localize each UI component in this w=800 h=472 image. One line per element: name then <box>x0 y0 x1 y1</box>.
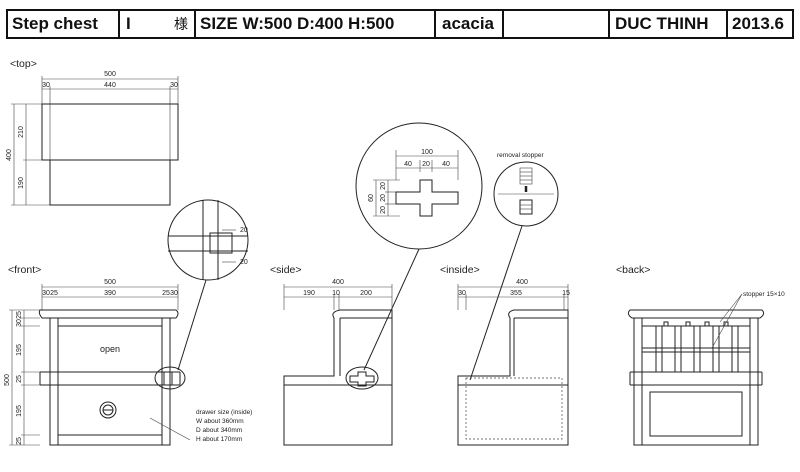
front-top-board <box>38 309 179 319</box>
stopper-detail: removal stopper <box>469 152 559 381</box>
detail-circle-large <box>355 122 483 250</box>
title-block: Step chest I 様 SIZE W:500 D:400 H:500 ac… <box>6 9 794 39</box>
dim-front-width: 500 <box>104 279 116 286</box>
detail-big-h1: 20 <box>380 182 387 190</box>
detail-small-a: 20 <box>240 227 248 234</box>
leader-line <box>719 293 743 323</box>
dim-front-e: 30 <box>170 290 178 297</box>
drawer-outline <box>465 377 563 440</box>
material: acacia <box>442 14 494 33</box>
dim-inside-width: 400 <box>516 279 528 286</box>
detail-big-b: 20 <box>422 161 430 168</box>
detail-circle-stopper <box>493 161 559 227</box>
dim-front-height: 500 <box>4 374 11 386</box>
stopper-label: stopper 15×10 <box>743 291 785 298</box>
front-view: <front> 500 30 25 390 25 30 500 25 30 19… <box>4 264 252 446</box>
leader-line <box>711 293 743 349</box>
dim-inside-b: 355 <box>510 290 522 297</box>
removal-stopper-label: removal stopper <box>497 152 544 159</box>
divider <box>502 11 504 37</box>
dim-top-width: 500 <box>104 71 116 78</box>
dim-front-b: 25 <box>50 290 58 297</box>
variant: I <box>126 14 131 33</box>
drawer-depth: D about 340mm <box>196 427 242 434</box>
dim-front-c: 390 <box>104 290 116 297</box>
dim-front-h2: 30 <box>16 319 23 327</box>
dim-top-b: 440 <box>104 82 116 89</box>
detail-big-h2: 20 <box>380 194 387 202</box>
dim-front-h1: 25 <box>16 311 23 319</box>
detail-big-h3: 20 <box>380 206 387 214</box>
view-label-side: <side> <box>270 264 302 276</box>
divider <box>608 11 610 37</box>
dim-top-d2: 190 <box>18 177 25 189</box>
detail-big-c: 40 <box>442 161 450 168</box>
top-view: <top> 500 30 440 30 400 210 190 <box>6 58 179 206</box>
dim-front-d: 25 <box>162 290 170 297</box>
inside-profile <box>457 309 569 446</box>
dim-inside-a: 30 <box>458 290 466 297</box>
divider <box>194 11 196 37</box>
dim-top-d1: 210 <box>18 126 25 138</box>
leader-line <box>469 225 523 381</box>
detail-small-b: 20 <box>240 259 248 266</box>
dim-front-h4: 25 <box>16 375 23 383</box>
detail-circle-small <box>167 199 249 281</box>
open-label: open <box>100 344 120 354</box>
dim-front-h6: 25 <box>16 437 23 445</box>
detail-marker-side <box>345 366 379 390</box>
size-spec: SIZE W:500 D:400 H:500 <box>200 14 395 33</box>
dim-inside-c: 15 <box>562 290 570 297</box>
lower-body <box>49 159 171 206</box>
dim-side-a: 190 <box>303 290 315 297</box>
dim-top-a: 30 <box>42 82 50 89</box>
drawer-width: W about 360mm <box>196 418 244 425</box>
view-label-back: <back> <box>616 264 650 276</box>
back-panel <box>649 391 743 437</box>
dim-front-h5: 195 <box>16 405 23 417</box>
detail-big-height: 60 <box>368 194 375 202</box>
side-profile <box>283 309 393 446</box>
drawer-height: H about 170mm <box>196 436 242 443</box>
joint-detail-small: 20 20 <box>167 199 249 371</box>
dim-side-width: 400 <box>332 279 344 286</box>
dim-front-h3: 195 <box>16 344 23 356</box>
date: 2013.6 <box>732 14 784 33</box>
joint-detail-large: 100 40 20 40 60 20 20 20 <box>355 122 483 371</box>
cross-joint <box>395 179 459 217</box>
inside-view: <inside> 400 30 355 15 <box>440 264 570 446</box>
view-label-inside: <inside> <box>440 264 480 276</box>
top-board <box>41 103 179 161</box>
maker: DUC THINH <box>615 14 709 33</box>
view-label-top: <top> <box>10 58 37 70</box>
view-label-front: <front> <box>8 264 41 276</box>
detail-big-a: 40 <box>404 161 412 168</box>
leader-line <box>177 279 207 371</box>
divider <box>118 11 120 37</box>
divider <box>434 11 436 37</box>
dim-side-c: 200 <box>360 290 372 297</box>
dim-top-depth: 400 <box>6 149 13 161</box>
honorific: 様 <box>174 16 188 32</box>
drawer-knob <box>99 401 117 419</box>
back-view: <back> stopper 15×1 <box>616 264 785 446</box>
drawer-size-title: drawer size (inside) <box>196 409 252 416</box>
dim-top-c: 30 <box>170 82 178 89</box>
back-top-board <box>627 309 765 319</box>
dim-side-b: 10 <box>332 290 340 297</box>
dim-front-a: 30 <box>42 290 50 297</box>
product-name: Step chest <box>12 14 98 33</box>
leader-line <box>149 417 191 441</box>
divider <box>726 11 728 37</box>
detail-big-total: 100 <box>421 149 433 156</box>
detail-marker-front <box>154 366 186 390</box>
side-view: <side> 400 190 10 200 <box>270 264 393 446</box>
